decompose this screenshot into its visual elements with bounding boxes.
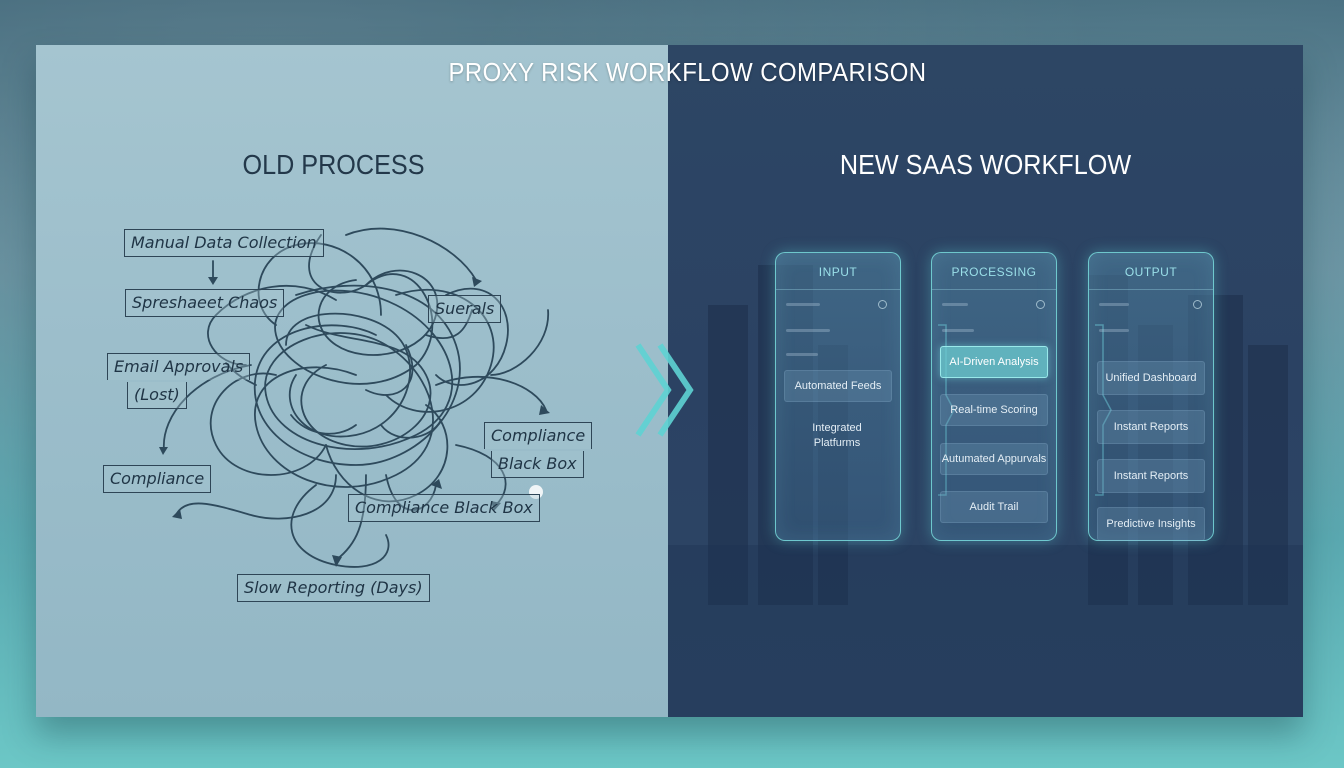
box-slow-reporting: Slow Reporting (Days) (237, 574, 430, 602)
arrowhead (172, 509, 182, 519)
output-column: OUTPUT Unified Dashboard Instant Reports… (1088, 252, 1214, 541)
item-unified-dashboard[interactable]: Unified Dashboard (1097, 361, 1205, 395)
placeholder-line (786, 353, 818, 356)
processing-column-title: PROCESSING (932, 265, 1056, 279)
item-real-time-scoring[interactable]: Real-time Scoring (940, 394, 1048, 426)
placeholder-line (942, 329, 974, 332)
output-column-title: OUTPUT (1089, 265, 1213, 279)
placeholder-line (786, 329, 830, 332)
arrowhead (208, 277, 218, 285)
box-black-box: Black Box (491, 451, 584, 478)
box-lost: (Lost) (127, 382, 187, 409)
box-suerals: Suerals (428, 295, 501, 323)
item-integrated-platforms[interactable]: Integrated Platfurms (784, 421, 890, 451)
arrowhead (431, 479, 442, 489)
placeholder-line (1099, 329, 1129, 332)
placeholder-line (1099, 303, 1129, 306)
item-instant-reports[interactable]: Instant Reports (1097, 410, 1205, 444)
tangle-line (286, 314, 410, 437)
input-column: INPUT Automated Feeds Integrated Platfur… (775, 252, 901, 541)
box-manual-data-collection: Manual Data Collection (124, 229, 324, 257)
item-instant-reports[interactable]: Instant Reports (1097, 459, 1205, 493)
processing-column: PROCESSING AI-Driven Analysis Real-time … (931, 252, 1057, 541)
old-process-panel: OLD PROCESS Manual Data Collection Spres… (36, 45, 668, 717)
placeholder-line (786, 303, 820, 306)
column-divider (932, 289, 1056, 290)
settings-dot-icon (1036, 300, 1045, 309)
main-title: PROXY RISK WORKFLOW COMPARISON (88, 57, 1287, 88)
placeholder-line (942, 303, 968, 306)
item-predictive-insights[interactable]: Predictive Insights (1097, 507, 1205, 541)
tangle-line (301, 325, 430, 447)
box-spreadsheet-chaos: Spreshaeet Chaos (125, 289, 284, 317)
tangle-line (291, 415, 356, 434)
box-email-approvals: Email Approvals (107, 353, 250, 380)
box-compliance-right: Compliance (484, 422, 592, 449)
column-divider (1089, 289, 1213, 290)
new-workflow-heading: NEW SAAS WORKFLOW (700, 149, 1272, 181)
tangle-line (266, 235, 452, 449)
comparison-board: OLD PROCESS Manual Data Collection Spres… (36, 45, 1303, 717)
new-workflow-panel: NEW SAAS WORKFLOW INPUT Automated Feeds … (668, 45, 1303, 717)
arrowhead (159, 447, 168, 455)
double-chevron-right-icon (628, 335, 708, 445)
settings-dot-icon (1193, 300, 1202, 309)
tangle-line (366, 345, 412, 395)
column-divider (776, 289, 900, 290)
settings-dot-icon (878, 300, 887, 309)
box-compliance-left: Compliance (103, 465, 211, 493)
old-process-heading: OLD PROCESS (66, 149, 602, 181)
box-compliance-black-box: Compliance Black Box (348, 494, 540, 522)
input-column-title: INPUT (776, 265, 900, 279)
item-automated-approvals[interactable]: Autumated Appurvals (940, 443, 1048, 475)
item-audit-trail[interactable]: Audit Trail (940, 491, 1048, 523)
item-ai-driven-analysis[interactable]: AI-Driven Analysis (940, 346, 1048, 378)
item-automated-feeds[interactable]: Automated Feeds (784, 370, 892, 402)
tangled-lines-diagram (36, 45, 668, 717)
arrowhead (472, 277, 482, 287)
